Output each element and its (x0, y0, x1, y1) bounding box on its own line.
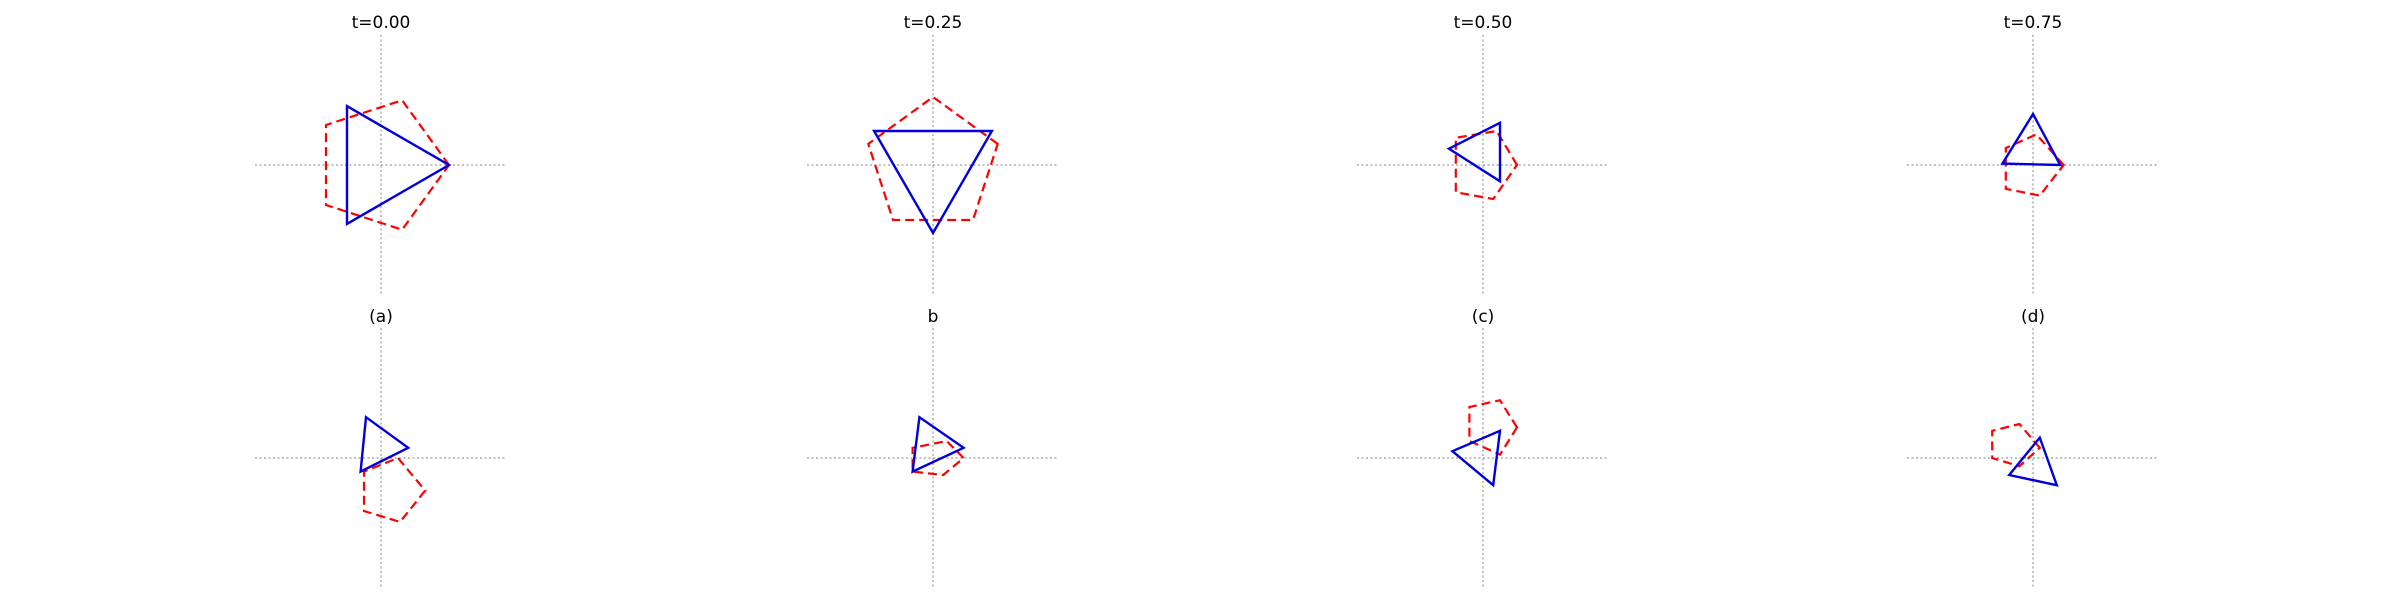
triangle-shape (2007, 435, 2059, 487)
pentagon-shape (2004, 133, 2066, 197)
panel: t=0.75 (1907, 13, 2159, 295)
triangle-shape (872, 129, 994, 236)
panel-title: t=0.50 (1454, 13, 1513, 33)
pentagon-shape (867, 95, 999, 222)
panel-title: (a) (369, 307, 393, 327)
triangle-shape (911, 415, 967, 474)
pentagon-shape (324, 99, 451, 231)
panel-title: (c) (1472, 307, 1495, 327)
panel: t=0.00 (255, 13, 507, 295)
pentagon-shape (1468, 398, 1519, 456)
pentagon-shape (1991, 422, 2042, 468)
triangle-shape (345, 104, 452, 226)
panel: (d) (1907, 307, 2159, 588)
panel-title: (d) (2021, 307, 2045, 327)
panel: b (807, 307, 1059, 588)
panel-title: b (928, 307, 939, 327)
panel: t=0.25 (807, 13, 1059, 295)
pentagon-shape (911, 439, 966, 477)
panel-title: t=0.00 (352, 13, 411, 33)
panel: (a) (255, 307, 507, 588)
panel: (c) (1357, 307, 1609, 588)
triangle-shape (1450, 428, 1502, 488)
triangle-shape (359, 415, 411, 474)
triangle-shape (1446, 120, 1502, 184)
pentagon-shape (362, 456, 427, 524)
panel-title: t=0.75 (2004, 13, 2063, 33)
panel: t=0.50 (1357, 13, 1609, 295)
panel-title: t=0.25 (904, 13, 963, 33)
triangle-shape (2000, 111, 2063, 167)
